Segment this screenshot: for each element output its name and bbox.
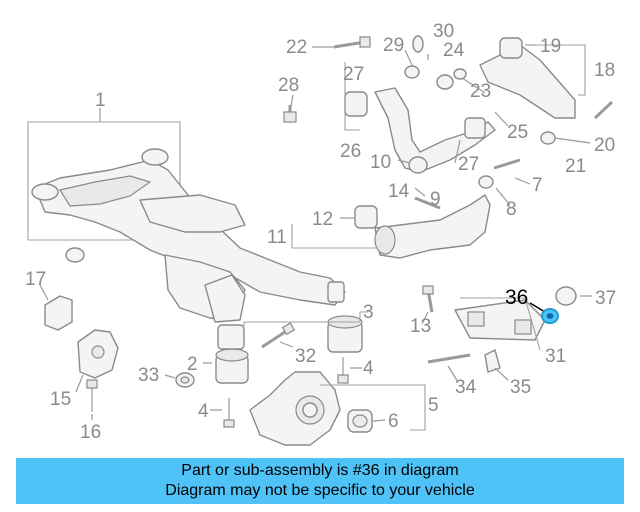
callout-24: 24 — [443, 40, 465, 61]
callout-28: 28 — [278, 75, 299, 96]
callout-10: 10 — [370, 152, 391, 173]
callout-19: 19 — [540, 36, 561, 57]
callout-1: 1 — [95, 90, 106, 111]
callout-35: 35 — [510, 377, 531, 398]
callout-30: 30 — [433, 21, 454, 42]
callout-7: 7 — [532, 175, 543, 196]
callout-20: 20 — [594, 135, 615, 156]
callout-21: 21 — [565, 156, 586, 177]
bushing-part-12 — [354, 205, 378, 229]
callout-22: 22 — [286, 37, 307, 58]
callout-9: 9 — [430, 189, 441, 210]
callout-leaders — [39, 44, 591, 422]
callout-15: 15 — [50, 389, 71, 410]
callout-34: 34 — [455, 377, 477, 398]
lateral-link-part-31 — [454, 297, 546, 351]
nut-part-33 — [175, 372, 195, 388]
callout-27-upper: 27 — [343, 64, 364, 85]
highlighted-part-36[interactable] — [529, 302, 559, 324]
callout-27-lower: 27 — [458, 154, 479, 175]
nut-part-37 — [555, 286, 592, 306]
callout-29: 29 — [383, 35, 404, 56]
banner-line-1: Part or sub-assembly is #36 in diagram — [181, 462, 459, 479]
callout-25: 25 — [507, 122, 528, 143]
callout-31: 31 — [545, 346, 566, 367]
knuckle-part-5 — [249, 371, 426, 446]
callout-5: 5 — [428, 395, 439, 416]
callout-8: 8 — [506, 199, 517, 220]
callout-3: 3 — [363, 302, 374, 323]
bushing-part-6 — [347, 409, 373, 433]
bolt-part-22 — [333, 36, 371, 49]
bumper-part-17 — [44, 295, 73, 331]
callout-23: 23 — [470, 81, 491, 102]
trailing-arm-part-11 — [291, 194, 491, 259]
bushing-part-3 — [243, 281, 368, 353]
bushing-part-2 — [203, 324, 249, 384]
callout-13: 13 — [410, 316, 431, 337]
callout-12: 12 — [312, 209, 333, 230]
callout-32: 32 — [295, 346, 316, 367]
callout-4-upper: 4 — [363, 358, 374, 379]
banner-line-2: Diagram may not be specific to your vehi… — [165, 482, 475, 499]
callout-17: 17 — [25, 269, 46, 290]
mount-part-15 — [77, 329, 119, 379]
upper-arm-part-18 — [479, 37, 586, 119]
callout-33: 33 — [138, 365, 159, 386]
arm-part-26 — [344, 62, 496, 173]
parts-diagram: 1 2 3 4 4 5 6 7 8 9 10 11 12 13 14 15 16… — [25, 21, 616, 446]
callout-37: 37 — [595, 288, 616, 309]
bolt-part-32 — [261, 322, 296, 349]
bolt-part-16 — [86, 379, 98, 412]
bushing-part-27 — [464, 117, 486, 139]
callout-36[interactable]: 36 — [505, 286, 528, 309]
info-banner: Part or sub-assembly is #36 in diagram D… — [16, 458, 624, 504]
callout-11: 11 — [267, 227, 287, 248]
callout-4-lower: 4 — [198, 401, 209, 422]
callout-18: 18 — [594, 60, 615, 81]
callout-6: 6 — [388, 411, 399, 432]
washer-parts — [283, 35, 614, 210]
subframe-part-1 — [27, 108, 346, 323]
bolt-part-34 — [427, 353, 471, 364]
callout-26: 26 — [340, 141, 361, 162]
callout-16: 16 — [80, 422, 101, 443]
callout-2: 2 — [187, 354, 198, 375]
callout-14: 14 — [388, 181, 410, 202]
bolt-part-13 — [422, 285, 434, 313]
bracket-part-35 — [484, 349, 501, 373]
bolt-part-4 — [223, 357, 349, 428]
